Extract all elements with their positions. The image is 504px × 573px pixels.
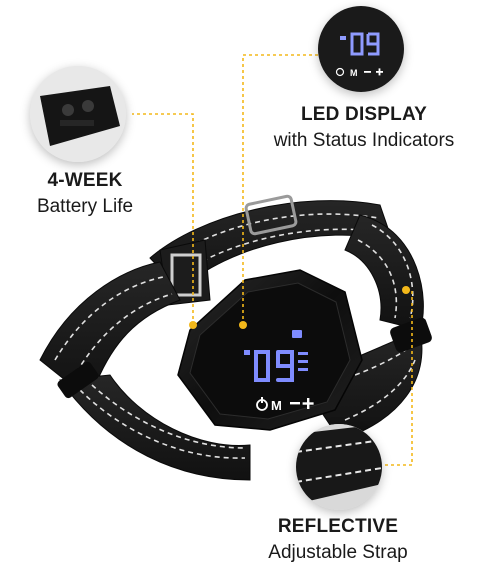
feature-strap-subtitle: Adjustable Strap: [268, 542, 408, 563]
feature-strap-title: REFLECTIVE: [277, 516, 399, 537]
zoom-strap-detail: [296, 424, 382, 510]
feature-led-subtitle: with Status Indicators: [273, 130, 455, 151]
feature-led-title: LED DISPLAY: [300, 104, 428, 125]
feature-strap: REFLECTIVE Adjustable Strap: [238, 516, 438, 564]
svg-text:M: M: [350, 68, 358, 78]
led-display-icon: M: [318, 6, 404, 92]
svg-text:M: M: [271, 398, 282, 413]
battery-charging-port-icon: [30, 66, 126, 162]
device-buttons: M: [256, 397, 314, 413]
feature-battery-title: 4-WEEK: [47, 170, 123, 191]
feature-led-display: LED DISPLAY with Status Indicators: [250, 104, 478, 152]
strap-left: [39, 261, 181, 401]
zoom-battery-detail: [30, 66, 126, 162]
reflective-strap-icon: [296, 424, 382, 510]
device-body: M: [177, 269, 363, 431]
led-display: [254, 350, 294, 382]
zoom-led-detail: M: [318, 6, 404, 92]
strap-back-stitch: [164, 213, 379, 263]
feature-battery: 4-WEEK Battery Life: [10, 170, 160, 218]
status-icons: [244, 330, 308, 371]
feature-battery-subtitle: Battery Life: [36, 196, 134, 217]
